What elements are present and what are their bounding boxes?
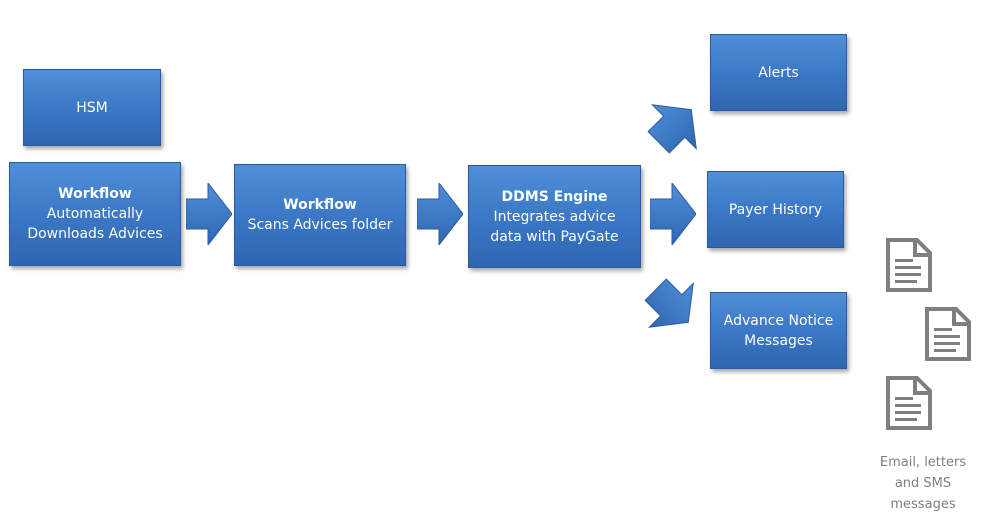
document-icon xyxy=(925,307,971,361)
payer-history-label: Payer History xyxy=(728,201,823,218)
document-icon xyxy=(886,376,932,430)
workflow-download-line1: Automatically xyxy=(46,206,144,222)
ddms-engine-title: DDMS Engine xyxy=(501,188,608,205)
workflow-download-title: Workflow xyxy=(58,186,132,202)
ddms-engine-line1: Integrates advice xyxy=(493,208,616,225)
caption-line1: Email, letters xyxy=(879,455,967,470)
advance-notice-box: Advance Notice Messages xyxy=(710,292,847,369)
alerts-label: Alerts xyxy=(758,64,799,81)
arrow-right-icon xyxy=(417,183,463,245)
arrow-right-icon xyxy=(650,183,696,245)
alerts-box: Alerts xyxy=(710,34,847,111)
ddms-engine-line2: data with PayGate xyxy=(490,228,619,245)
caption-line3: messages xyxy=(890,497,956,512)
ddms-engine-box: DDMS Engine Integrates advice data with … xyxy=(468,165,641,268)
arrow-down-right-icon xyxy=(644,278,694,328)
arrow-up-right-icon xyxy=(647,104,697,154)
arrow-right-icon xyxy=(186,183,232,245)
advance-notice-line1: Advance Notice xyxy=(723,312,834,329)
workflow-download-line2: Downloads Advices xyxy=(27,226,163,242)
workflow-download-box: Workflow Automatically Downloads Advices xyxy=(9,162,181,266)
document-icon xyxy=(886,238,932,292)
workflow-scan-line1: Scans Advices folder xyxy=(247,217,393,233)
payer-history-box: Payer History xyxy=(707,171,844,248)
hsm-box: HSM xyxy=(23,69,161,146)
messages-caption: Email, letters and SMS messages xyxy=(856,452,990,515)
advance-notice-line2: Messages xyxy=(744,332,813,349)
caption-line2: and SMS xyxy=(894,476,952,491)
hsm-label: HSM xyxy=(76,99,108,116)
workflow-scan-title: Workflow xyxy=(283,197,357,213)
workflow-scan-box: Workflow Scans Advices folder xyxy=(234,164,406,266)
